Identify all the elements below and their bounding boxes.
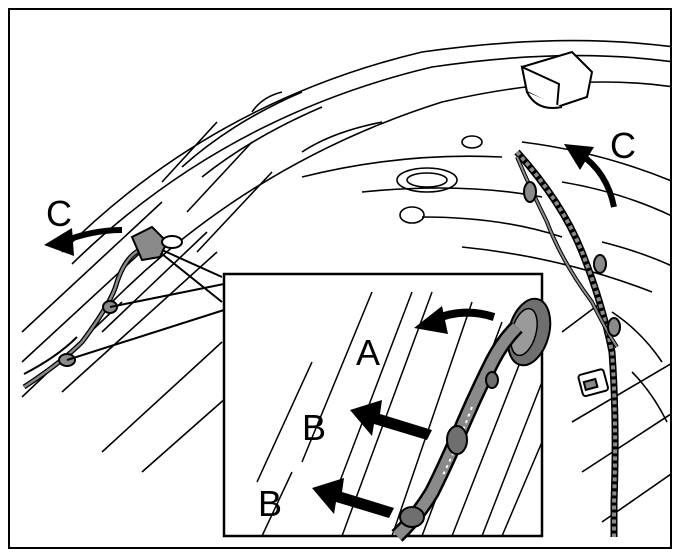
arrow-a xyxy=(414,306,496,334)
arrow-b-lower xyxy=(312,478,394,518)
trunk-lid-illustration xyxy=(21,39,670,542)
label-c-right: C xyxy=(610,125,636,166)
label-b-upper: B xyxy=(302,407,327,448)
latch-bracket xyxy=(520,50,594,109)
inset-harness xyxy=(391,321,523,542)
inset-contents xyxy=(256,291,552,542)
arrow-c-left xyxy=(44,227,123,256)
arrow-b-upper xyxy=(350,400,432,440)
right-wire-harness xyxy=(514,149,621,537)
label-a: A xyxy=(356,332,381,373)
arrow-c-right xyxy=(564,144,617,208)
label-b-lower: B xyxy=(258,483,283,524)
diagram-frame: C C A B B xyxy=(8,8,672,549)
left-wire-harness xyxy=(22,225,225,390)
trunk-lid-panel-lines xyxy=(21,39,670,523)
label-c-left: C xyxy=(46,193,72,234)
grommet xyxy=(506,297,552,367)
